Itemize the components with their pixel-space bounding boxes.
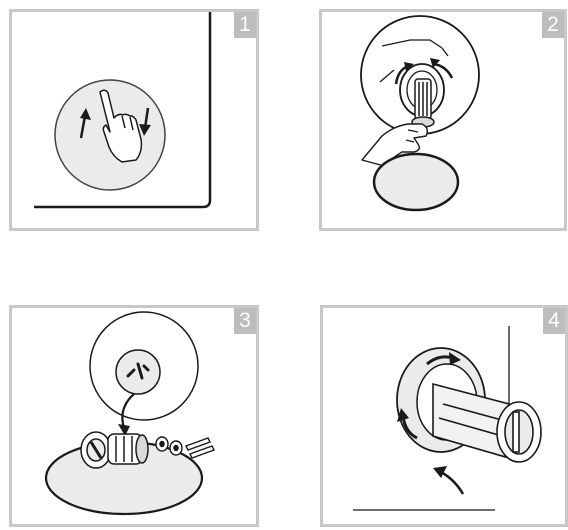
step-number-badge: 3 bbox=[234, 308, 256, 334]
seal-ring bbox=[374, 154, 458, 210]
step-1-illustration bbox=[12, 12, 256, 228]
step-4-panel: 4 bbox=[320, 305, 568, 527]
step-2-panel: 2 bbox=[319, 9, 567, 231]
step-3-panel: 3 bbox=[9, 305, 259, 527]
step-number-badge: 4 bbox=[543, 308, 565, 334]
step-3-illustration bbox=[12, 308, 256, 524]
filter-icon bbox=[108, 434, 148, 464]
step-number-badge: 2 bbox=[542, 12, 564, 38]
filter-cap-icon bbox=[81, 432, 111, 468]
step-1-panel: 1 bbox=[9, 9, 259, 231]
insert-arrow-icon bbox=[441, 472, 463, 494]
step-number-badge: 1 bbox=[234, 12, 256, 38]
filter-icon bbox=[412, 79, 434, 127]
step-2-illustration bbox=[322, 12, 564, 228]
step-4-illustration bbox=[323, 308, 565, 524]
